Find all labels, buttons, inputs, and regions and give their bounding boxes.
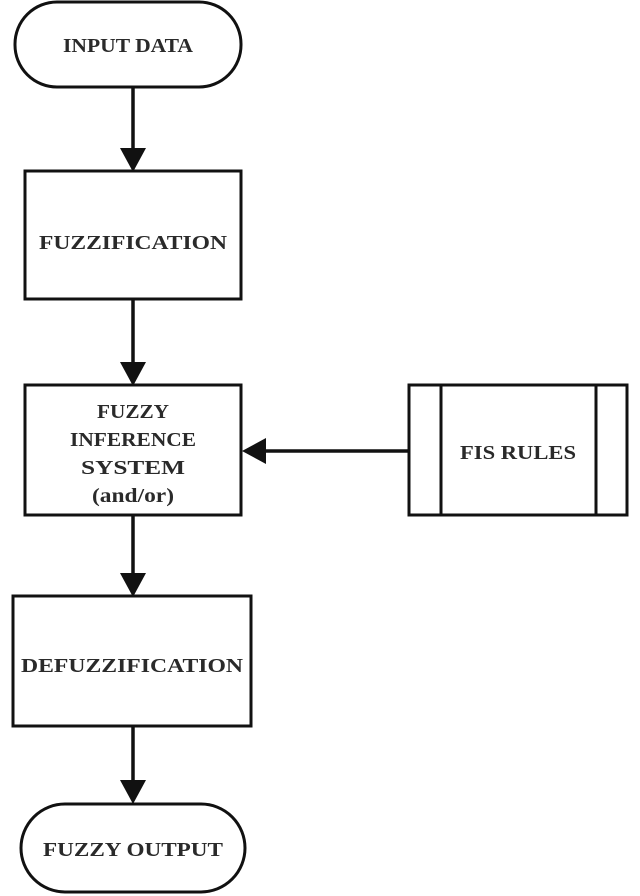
fis-rules-label: FIS RULES — [460, 442, 576, 464]
arrowhead — [120, 362, 146, 386]
inference-label-line-1: FUZZY — [97, 401, 170, 423]
edge-input-to-fuzzification — [120, 87, 146, 172]
arrowhead — [120, 573, 146, 597]
node-input-data: INPUT DATA — [13, 0, 243, 89]
node-fuzzification: FUZZIFICATION — [23, 169, 243, 301]
fuzzification-process-box — [23, 169, 243, 301]
node-fis-rules: FIS RULES — [407, 383, 629, 517]
edge-rules-to-inference — [242, 438, 409, 464]
node-fuzzy-output: FUZZY OUTPUT — [19, 802, 247, 894]
node-fuzzy-inference-system: FUZZY INFERENCE SYSTEM (and/or) — [23, 383, 243, 517]
inference-label-line-2: INFERENCE — [70, 429, 196, 451]
fis-rules-predefined-box — [407, 383, 629, 517]
input-data-label: INPUT DATA — [63, 35, 194, 57]
inference-label-line-4: (and/or) — [92, 485, 174, 507]
arrowhead — [242, 438, 266, 464]
defuzzification-label: DEFUZZIFICATION — [21, 655, 244, 677]
fuzzy-output-terminator — [19, 802, 247, 894]
node-defuzzification: DEFUZZIFICATION — [11, 594, 253, 728]
edge-inference-to-defuzzification — [120, 515, 146, 597]
arrowhead — [120, 780, 146, 804]
edge-fuzzification-to-inference — [120, 299, 146, 386]
fuzzification-label: FUZZIFICATION — [39, 232, 228, 254]
fuzzy-output-label: FUZZY OUTPUT — [43, 839, 224, 861]
inference-label-line-3: SYSTEM — [81, 457, 185, 479]
input-data-terminator — [13, 0, 243, 89]
edge-defuzzification-to-output — [120, 726, 146, 804]
arrowhead — [120, 148, 146, 172]
